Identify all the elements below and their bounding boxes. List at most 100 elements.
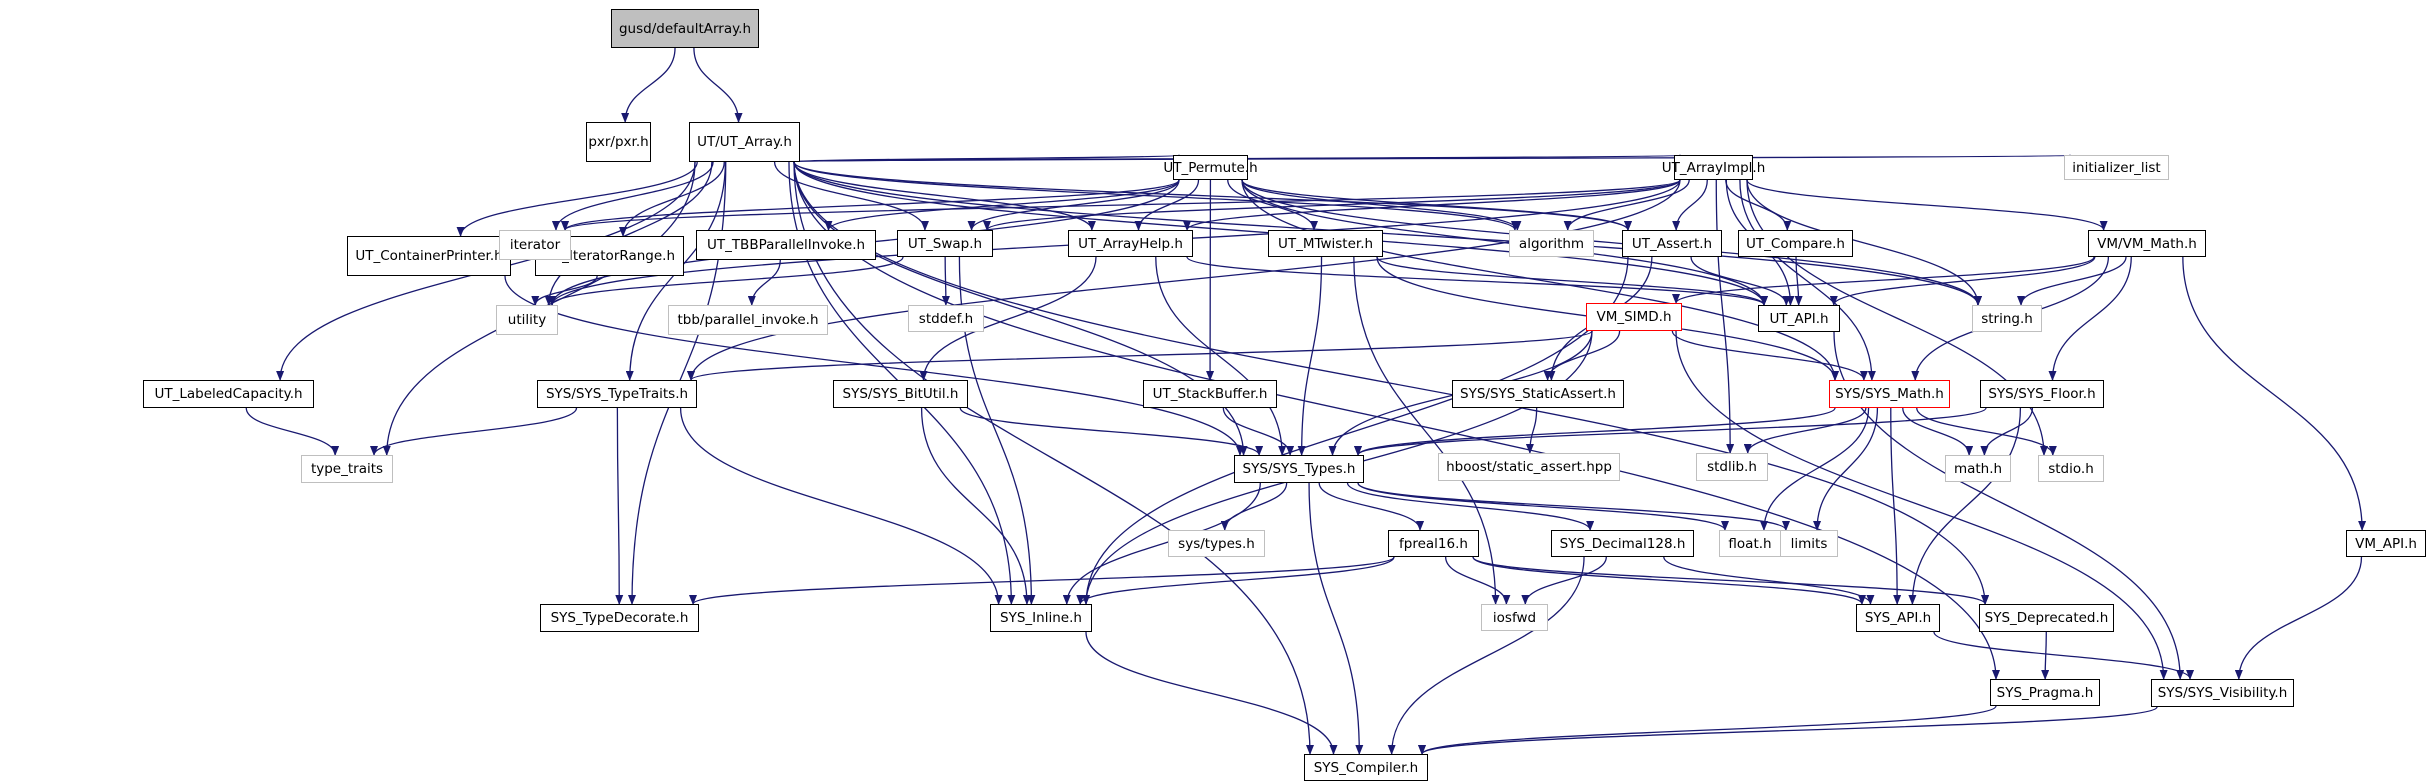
edge-utarray-to-iterrange bbox=[619, 161, 725, 237]
edge-arrayimpl-to-compare bbox=[1725, 179, 1792, 231]
edge-sysmath-to-sysapi bbox=[1890, 407, 1902, 605]
graph-node-typedecorate[interactable]: SYS_TypeDecorate.h bbox=[540, 604, 699, 632]
graph-node-vmmath[interactable]: VM/VM_Math.h bbox=[2088, 230, 2206, 257]
graph-node-iosfwd: iosfwd bbox=[1481, 604, 1548, 631]
edge-permute-to-string bbox=[1241, 179, 1982, 306]
edge-vmsimd-to-sysmath bbox=[1671, 330, 1868, 381]
edge-bitutil-to-inline bbox=[920, 407, 1031, 605]
edge-assert-to-utapi bbox=[1690, 256, 1791, 306]
graph-node-vmsimd[interactable]: VM_SIMD.h bbox=[1586, 303, 1682, 331]
edge-arrayimpl-to-iterator bbox=[561, 179, 1681, 231]
graph-node-stdio: stdio.h bbox=[2038, 455, 2104, 482]
edge-arrayimpl-to-algorithm bbox=[1563, 179, 1690, 231]
edge-vmsimd-to-visibility bbox=[1675, 330, 2168, 680]
edge-fpreal16-to-deprecated bbox=[1472, 556, 1990, 605]
edge-arrayimpl-to-swap bbox=[983, 179, 1681, 231]
edge-systypes-to-systypesh bbox=[1220, 482, 1288, 531]
edge-utarray-to-compiler bbox=[793, 161, 1314, 755]
graph-node-mtwister[interactable]: UT_MTwister.h bbox=[1268, 230, 1383, 257]
edge-vmmath-to-utapi bbox=[1829, 256, 2096, 306]
edge-permute-to-swap bbox=[967, 179, 1180, 231]
edge-utarray-to-initlist bbox=[793, 154, 2071, 165]
graph-node-bitutil[interactable]: SYS/SYS_BitUtil.h bbox=[833, 380, 968, 408]
graph-node-mathh: math.h bbox=[1945, 455, 2011, 482]
edge-vmmath-to-vmsimd bbox=[1672, 256, 2095, 304]
graph-node-arrayhelp[interactable]: UT_ArrayHelp.h bbox=[1068, 230, 1193, 257]
edge-vmapi-to-visibility bbox=[2234, 556, 2363, 680]
graph-node-initlist: initializer_list bbox=[2064, 155, 2169, 180]
graph-node-root[interactable]: gusd/defaultArray.h bbox=[611, 9, 759, 48]
graph-node-systypesh: sys/types.h bbox=[1168, 530, 1265, 557]
graph-node-staticassert[interactable]: SYS/SYS_StaticAssert.h bbox=[1452, 380, 1624, 408]
edge-mtwister-to-iosfwd bbox=[1353, 256, 1500, 605]
edge-swap-to-stddef bbox=[941, 256, 950, 306]
edge-iterrange-to-utility bbox=[531, 275, 598, 306]
graph-node-floath: float.h bbox=[1719, 530, 1781, 557]
graph-node-assert[interactable]: UT_Assert.h bbox=[1622, 230, 1722, 257]
edge-inline-to-compiler bbox=[1085, 631, 1338, 755]
edge-arrayhelp-to-utapi bbox=[1186, 256, 1768, 306]
graph-node-sysfloor[interactable]: SYS/SYS_Floor.h bbox=[1980, 380, 2104, 408]
edge-sysmath-to-stdlib bbox=[1743, 407, 1867, 454]
edge-systypes-to-limits bbox=[1357, 482, 1790, 531]
edge-arrayimpl-to-arrayhelp bbox=[1183, 179, 1681, 231]
graph-node-arrayimpl[interactable]: UT_ArrayImpl.h bbox=[1662, 155, 1765, 180]
graph-node-iterator: iterator bbox=[499, 230, 571, 260]
edge-vmmath-to-vmapi bbox=[2182, 256, 2367, 531]
graph-node-stackbuf[interactable]: UT_StackBuffer.h bbox=[1143, 380, 1277, 408]
edge-systypes-to-floath bbox=[1357, 482, 1729, 531]
graph-node-tbbinvoke[interactable]: UT_TBBParallelInvoke.h bbox=[696, 230, 876, 260]
edge-sysfloor-to-sysapi bbox=[1908, 407, 2022, 605]
graph-node-contprinter[interactable]: UT_ContainerPrinter.h bbox=[347, 236, 511, 276]
edge-arrayimpl-to-stdlib bbox=[1715, 179, 1735, 454]
edge-swap-to-utility bbox=[548, 256, 904, 306]
edge-arrayimpl-to-assert bbox=[1672, 179, 1708, 231]
graph-node-utility: utility bbox=[496, 305, 558, 335]
edge-systypes-to-compiler bbox=[1308, 482, 1364, 755]
graph-node-sysmath[interactable]: SYS/SYS_Math.h bbox=[1829, 380, 1950, 408]
edge-arrayhelp-to-systypes bbox=[1155, 256, 1287, 456]
edge-utarray-to-algorithm bbox=[793, 161, 1519, 231]
graph-node-inline[interactable]: SYS_Inline.h bbox=[990, 604, 1092, 632]
graph-node-stdlib: stdlib.h bbox=[1696, 453, 1768, 481]
edge-utarray-to-arrayhelp bbox=[793, 161, 1096, 231]
edge-vmmath-to-sysfloor bbox=[2048, 256, 2132, 381]
edge-sysmath-to-systypes bbox=[1354, 407, 1836, 456]
graph-node-tbbpi: tbb/parallel_invoke.h bbox=[668, 305, 828, 335]
edge-mtwister-to-utapi bbox=[1376, 256, 1768, 306]
graph-node-systypes[interactable]: SYS/SYS_Types.h bbox=[1234, 455, 1364, 483]
graph-node-swap[interactable]: UT_Swap.h bbox=[897, 230, 993, 257]
graph-node-visibility[interactable]: SYS/SYS_Visibility.h bbox=[2151, 679, 2294, 707]
edge-vmsimd-to-typetraits bbox=[687, 330, 1593, 381]
graph-node-sysapi[interactable]: SYS_API.h bbox=[1856, 604, 1940, 632]
graph-node-compare[interactable]: UT_Compare.h bbox=[1738, 230, 1853, 257]
edge-stackbuf-to-systypes bbox=[1222, 407, 1295, 456]
graph-node-permute[interactable]: UT_Permute.h bbox=[1163, 155, 1258, 180]
edge-decimal128-to-iosfwd bbox=[1521, 556, 1607, 605]
edge-permute-to-algorithm bbox=[1241, 179, 1522, 231]
edge-staticassert-to-hboost bbox=[1525, 407, 1538, 454]
graph-node-typetraits[interactable]: SYS/SYS_TypeTraits.h bbox=[537, 380, 697, 408]
edge-sysmath-to-mathh bbox=[1902, 407, 1974, 456]
graph-node-utarray[interactable]: UT/UT_Array.h bbox=[689, 122, 800, 162]
graph-node-labeledcap[interactable]: UT_LabeledCapacity.h bbox=[143, 380, 314, 408]
graph-node-fpreal16[interactable]: fpreal16.h bbox=[1388, 530, 1479, 557]
graph-node-utapi[interactable]: UT_API.h bbox=[1758, 305, 1840, 332]
edge-arrayhelp-to-bitutil bbox=[919, 256, 1097, 381]
graph-node-compiler[interactable]: SYS_Compiler.h bbox=[1304, 754, 1428, 781]
graph-node-hboost: hboost/static_assert.hpp bbox=[1438, 453, 1620, 481]
edge-labeledcap-to-type_traits bbox=[245, 407, 340, 456]
graph-node-pxr[interactable]: pxr/pxr.h bbox=[586, 122, 651, 162]
graph-node-decimal128[interactable]: SYS_Decimal128.h bbox=[1551, 530, 1694, 557]
edge-permute-to-iterator bbox=[561, 179, 1180, 231]
graph-node-vmapi[interactable]: VM_API.h bbox=[2346, 530, 2426, 557]
edge-deprecated-to-pragma bbox=[2041, 631, 2050, 680]
edge-fpreal16-to-sysapi bbox=[1472, 556, 1866, 605]
graph-node-deprecated[interactable]: SYS_Deprecated.h bbox=[1979, 604, 2114, 632]
edge-utarray-to-pragma bbox=[793, 161, 2000, 680]
graph-node-pragma[interactable]: SYS_Pragma.h bbox=[1990, 679, 2100, 706]
edge-utarray-to-string bbox=[793, 161, 1982, 306]
edge-fpreal16-to-iosfwd bbox=[1445, 556, 1511, 605]
edge-arrayimpl-to-string bbox=[1746, 179, 1982, 306]
edge-tbbinvoke-to-tbbpi bbox=[747, 259, 781, 306]
